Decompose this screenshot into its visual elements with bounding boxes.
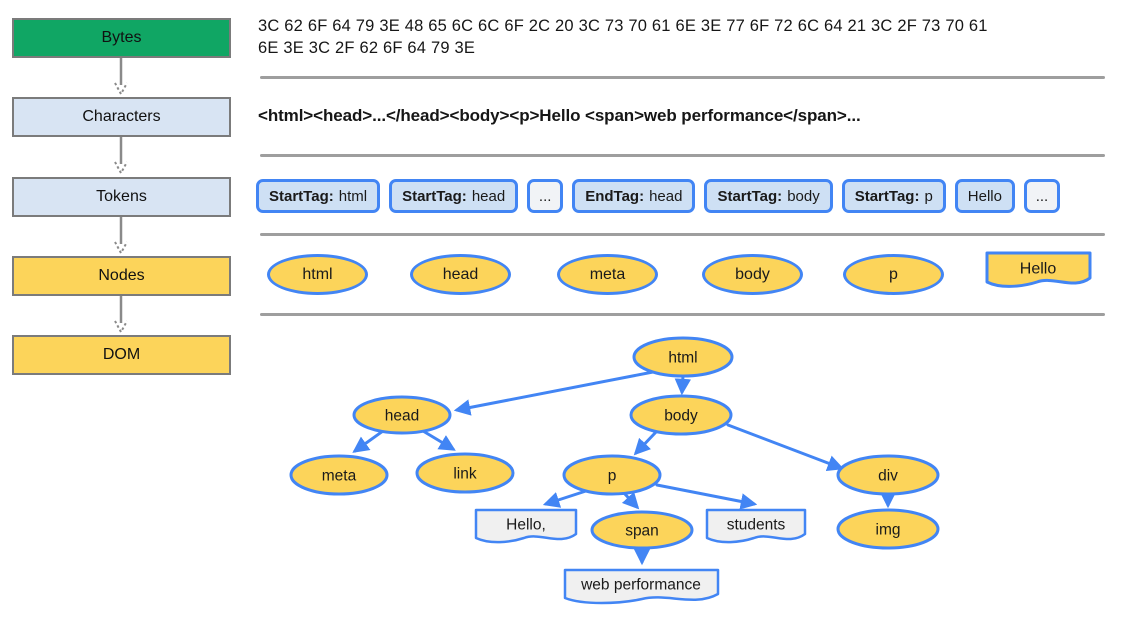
dom-textnode-label: students xyxy=(727,517,786,534)
down-arrow-icon xyxy=(114,58,128,97)
node-label: head xyxy=(442,265,479,283)
dom-textnode-label: web performance xyxy=(580,577,701,594)
node-label: meta xyxy=(589,265,626,283)
token-starttag-body: StartTag:body xyxy=(704,179,833,213)
dom-tree: html head body meta link p div span img … xyxy=(289,336,940,605)
token-value: head xyxy=(471,187,506,205)
token-value: head xyxy=(649,187,683,205)
dom-node-p xyxy=(562,454,662,496)
dom-node-body xyxy=(629,394,733,436)
edge-head-meta xyxy=(352,429,385,453)
dom-node-head xyxy=(352,395,452,435)
token-starttag-p: StartTag:p xyxy=(841,179,946,213)
token-starttag-head: StartTag:head xyxy=(389,179,519,213)
edge-p-students xyxy=(655,483,758,510)
stage-label-bytes: Bytes xyxy=(101,29,142,46)
token-label: StartTag: xyxy=(717,187,783,205)
down-arrow-icon xyxy=(114,137,128,176)
dom-node-label: head xyxy=(385,408,419,425)
node-meta: meta xyxy=(557,254,658,295)
edge-body-div xyxy=(726,423,845,472)
token-value: body xyxy=(787,187,820,205)
token-label: EndTag: xyxy=(585,187,645,205)
section-divider xyxy=(260,233,1105,236)
stage-label-tokens: Tokens xyxy=(96,188,147,205)
edge-body-p xyxy=(633,430,658,456)
edge-p-hello xyxy=(542,488,591,508)
token-label: StartTag: xyxy=(269,187,334,205)
dom-textnode-label: Hello, xyxy=(506,517,546,534)
section-divider xyxy=(260,76,1105,79)
edge-p-span xyxy=(621,491,640,510)
edge-head-link xyxy=(421,429,456,451)
node-label: html xyxy=(302,265,333,283)
token-text-hello: Hello xyxy=(954,179,1015,213)
stage-box-nodes: Nodes xyxy=(12,256,231,296)
dom-tree-nodes: html head body meta link p div span img xyxy=(289,336,940,550)
bytes-hex-line1: 3C 62 6F 64 79 3E 48 65 6C 6C 6F 2C 20 3… xyxy=(258,17,988,35)
bytes-hex-line2: 6E 3E 3C 2F 62 6F 64 79 3E xyxy=(258,39,476,57)
token-label: StartTag: xyxy=(402,187,467,205)
token-ellipsis: ... xyxy=(1023,179,1060,213)
dom-tree-text-nodes: Hello, students web performance xyxy=(474,508,807,605)
dom-node-img xyxy=(836,508,940,550)
down-arrow-icon xyxy=(114,217,128,256)
dom-node-label: html xyxy=(668,350,697,367)
node-label: body xyxy=(735,265,770,283)
stage-label-nodes: Nodes xyxy=(98,267,145,284)
dom-node-label: span xyxy=(625,523,659,540)
dom-node-label: div xyxy=(878,468,898,485)
dom-textnode-web-performance: web performance xyxy=(563,568,720,605)
dom-tree-edges xyxy=(352,370,897,566)
dom-node-link xyxy=(415,452,515,494)
tokens-row: StartTag:html StartTag:head ... EndTag:h… xyxy=(256,179,1116,213)
node-head: head xyxy=(410,254,511,295)
token-starttag-html: StartTag:html xyxy=(256,179,381,213)
dom-node-label: link xyxy=(453,466,477,483)
node-label: p xyxy=(889,265,898,283)
token-value: html xyxy=(338,187,368,205)
dom-node-label: p xyxy=(608,468,617,485)
token-endtag-head: EndTag:head xyxy=(572,179,696,213)
stage-box-bytes: Bytes xyxy=(12,18,231,58)
dom-node-div xyxy=(836,454,940,496)
dom-textnode-students: students xyxy=(705,508,807,544)
token-value: ... xyxy=(1035,187,1049,205)
dom-node-meta xyxy=(289,454,389,496)
edge-html-head xyxy=(453,370,655,416)
dom-node-html xyxy=(632,336,734,378)
down-arrow-icon xyxy=(114,296,128,335)
stage-label-dom: DOM xyxy=(102,346,141,363)
node-html: html xyxy=(267,254,368,295)
dom-node-label: body xyxy=(664,408,698,425)
section-divider xyxy=(260,313,1105,316)
edge-html-body xyxy=(674,374,692,396)
bytes-hex-text: 3C 62 6F 64 79 3E 48 65 6C 6C 6F 2C 20 3… xyxy=(258,15,1058,59)
stage-box-dom: DOM xyxy=(12,335,231,375)
dom-textnode-hello: Hello, xyxy=(474,508,578,544)
token-label: StartTag: xyxy=(854,187,920,205)
token-value: p xyxy=(924,187,933,205)
node-text-hello: Hello xyxy=(985,251,1092,288)
stage-label-characters: Characters xyxy=(82,108,161,125)
node-body: body xyxy=(702,254,803,295)
token-ellipsis: ... xyxy=(527,179,564,213)
node-label: Hello xyxy=(1020,261,1057,278)
characters-markup-text: <html><head>...</head><body><p>Hello <sp… xyxy=(258,106,861,125)
token-value: Hello xyxy=(967,187,1002,205)
node-p: p xyxy=(843,254,944,295)
token-value: ... xyxy=(538,187,552,205)
section-divider xyxy=(260,154,1105,157)
dom-node-span xyxy=(590,510,694,550)
dom-node-label: img xyxy=(876,522,901,539)
dom-node-label: meta xyxy=(322,468,357,485)
stage-box-characters: Characters xyxy=(12,97,231,137)
stage-box-tokens: Tokens xyxy=(12,177,231,217)
